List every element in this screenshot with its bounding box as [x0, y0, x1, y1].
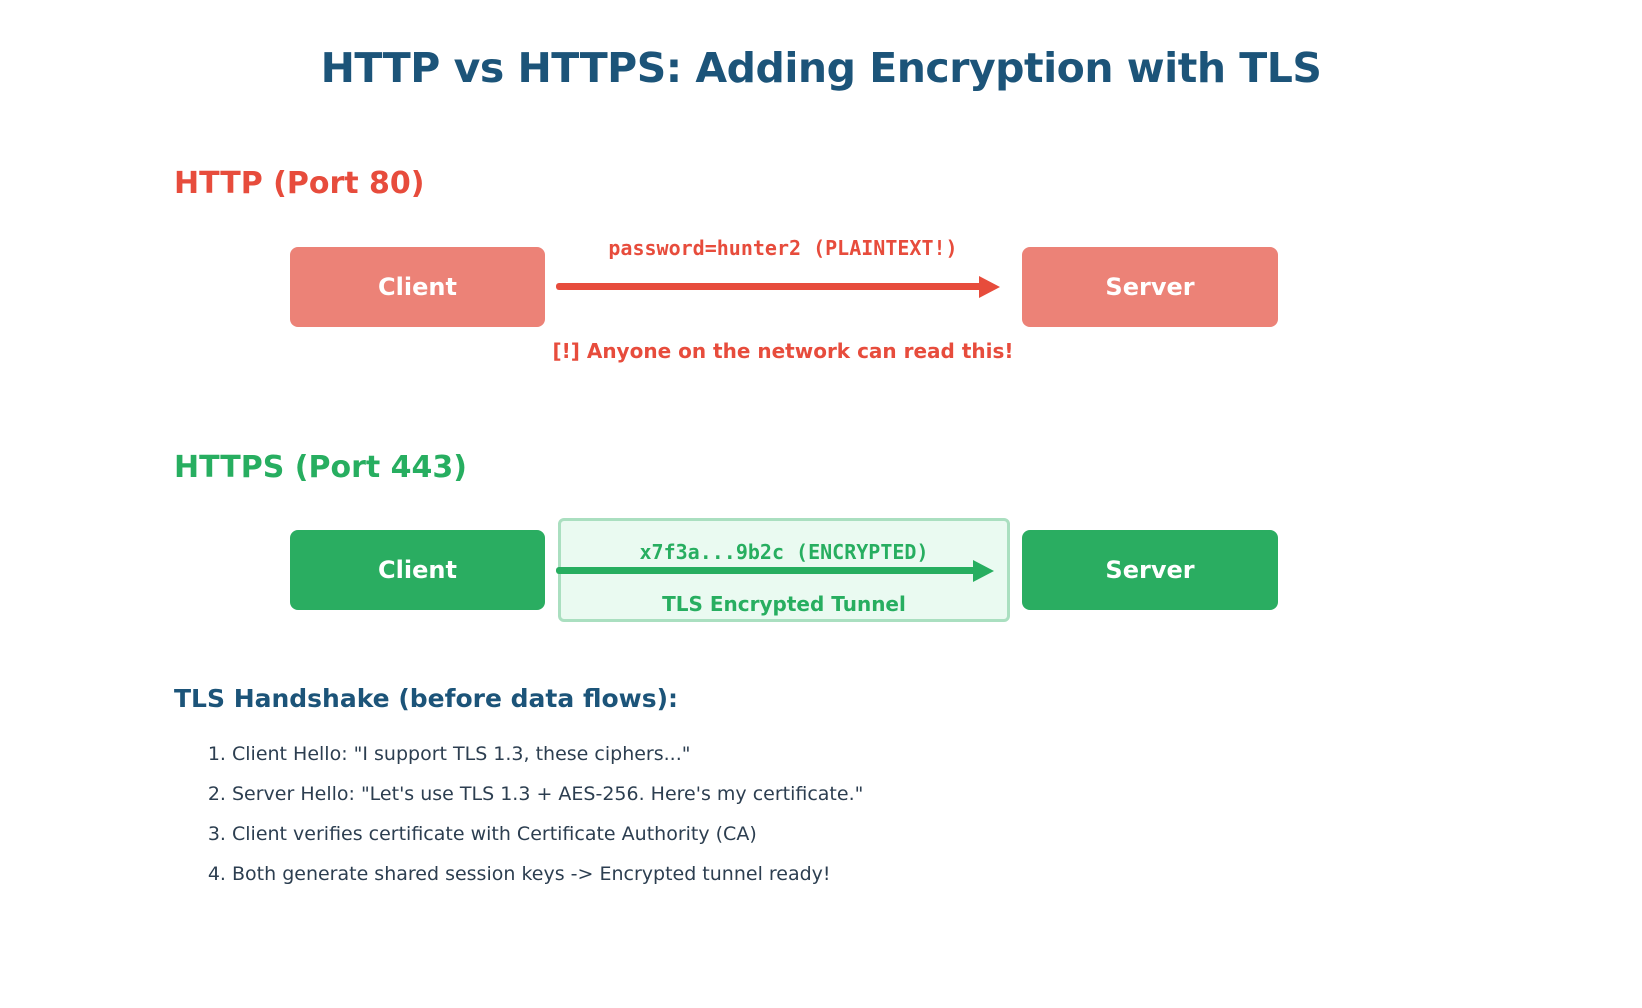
tls-tunnel-label: TLS Encrypted Tunnel: [662, 592, 906, 616]
https-server-label: Server: [1105, 556, 1195, 584]
https-server-box: Server: [1022, 530, 1278, 610]
handshake-step: Both generate shared session keys -> Enc…: [232, 863, 1212, 885]
handshake-step: Client Hello: "I support TLS 1.3, these …: [232, 744, 1212, 765]
http-section-heading: HTTP (Port 80): [174, 166, 425, 201]
handshake-steps-list: Client Hello: "I support TLS 1.3, these …: [174, 744, 1212, 904]
https-client-label: Client: [378, 556, 457, 584]
https-message-label: x7f3a...9b2c (ENCRYPTED): [639, 540, 929, 564]
http-client-box: Client: [290, 247, 545, 327]
http-arrow-line: [556, 283, 982, 290]
http-warning-text: [!] Anyone on the network can read this!: [552, 339, 1014, 363]
handshake-step: Client verifies certificate with Certifi…: [232, 823, 1212, 845]
handshake-heading: TLS Handshake (before data flows):: [174, 684, 679, 713]
handshake-step: Server Hello: "Let's use TLS 1.3 + AES-2…: [232, 783, 1212, 805]
https-arrow-line: [556, 567, 976, 574]
http-client-label: Client: [378, 273, 457, 301]
page-title: HTTP vs HTTPS: Adding Encryption with TL…: [320, 44, 1322, 92]
http-arrowhead-icon: [979, 276, 1000, 298]
http-server-box: Server: [1022, 247, 1278, 327]
https-client-box: Client: [290, 530, 545, 610]
http-message-label: password=hunter2 (PLAINTEXT!): [608, 236, 958, 260]
https-section-heading: HTTPS (Port 443): [174, 450, 467, 485]
https-arrowhead-icon: [973, 560, 994, 582]
http-server-label: Server: [1105, 273, 1195, 301]
